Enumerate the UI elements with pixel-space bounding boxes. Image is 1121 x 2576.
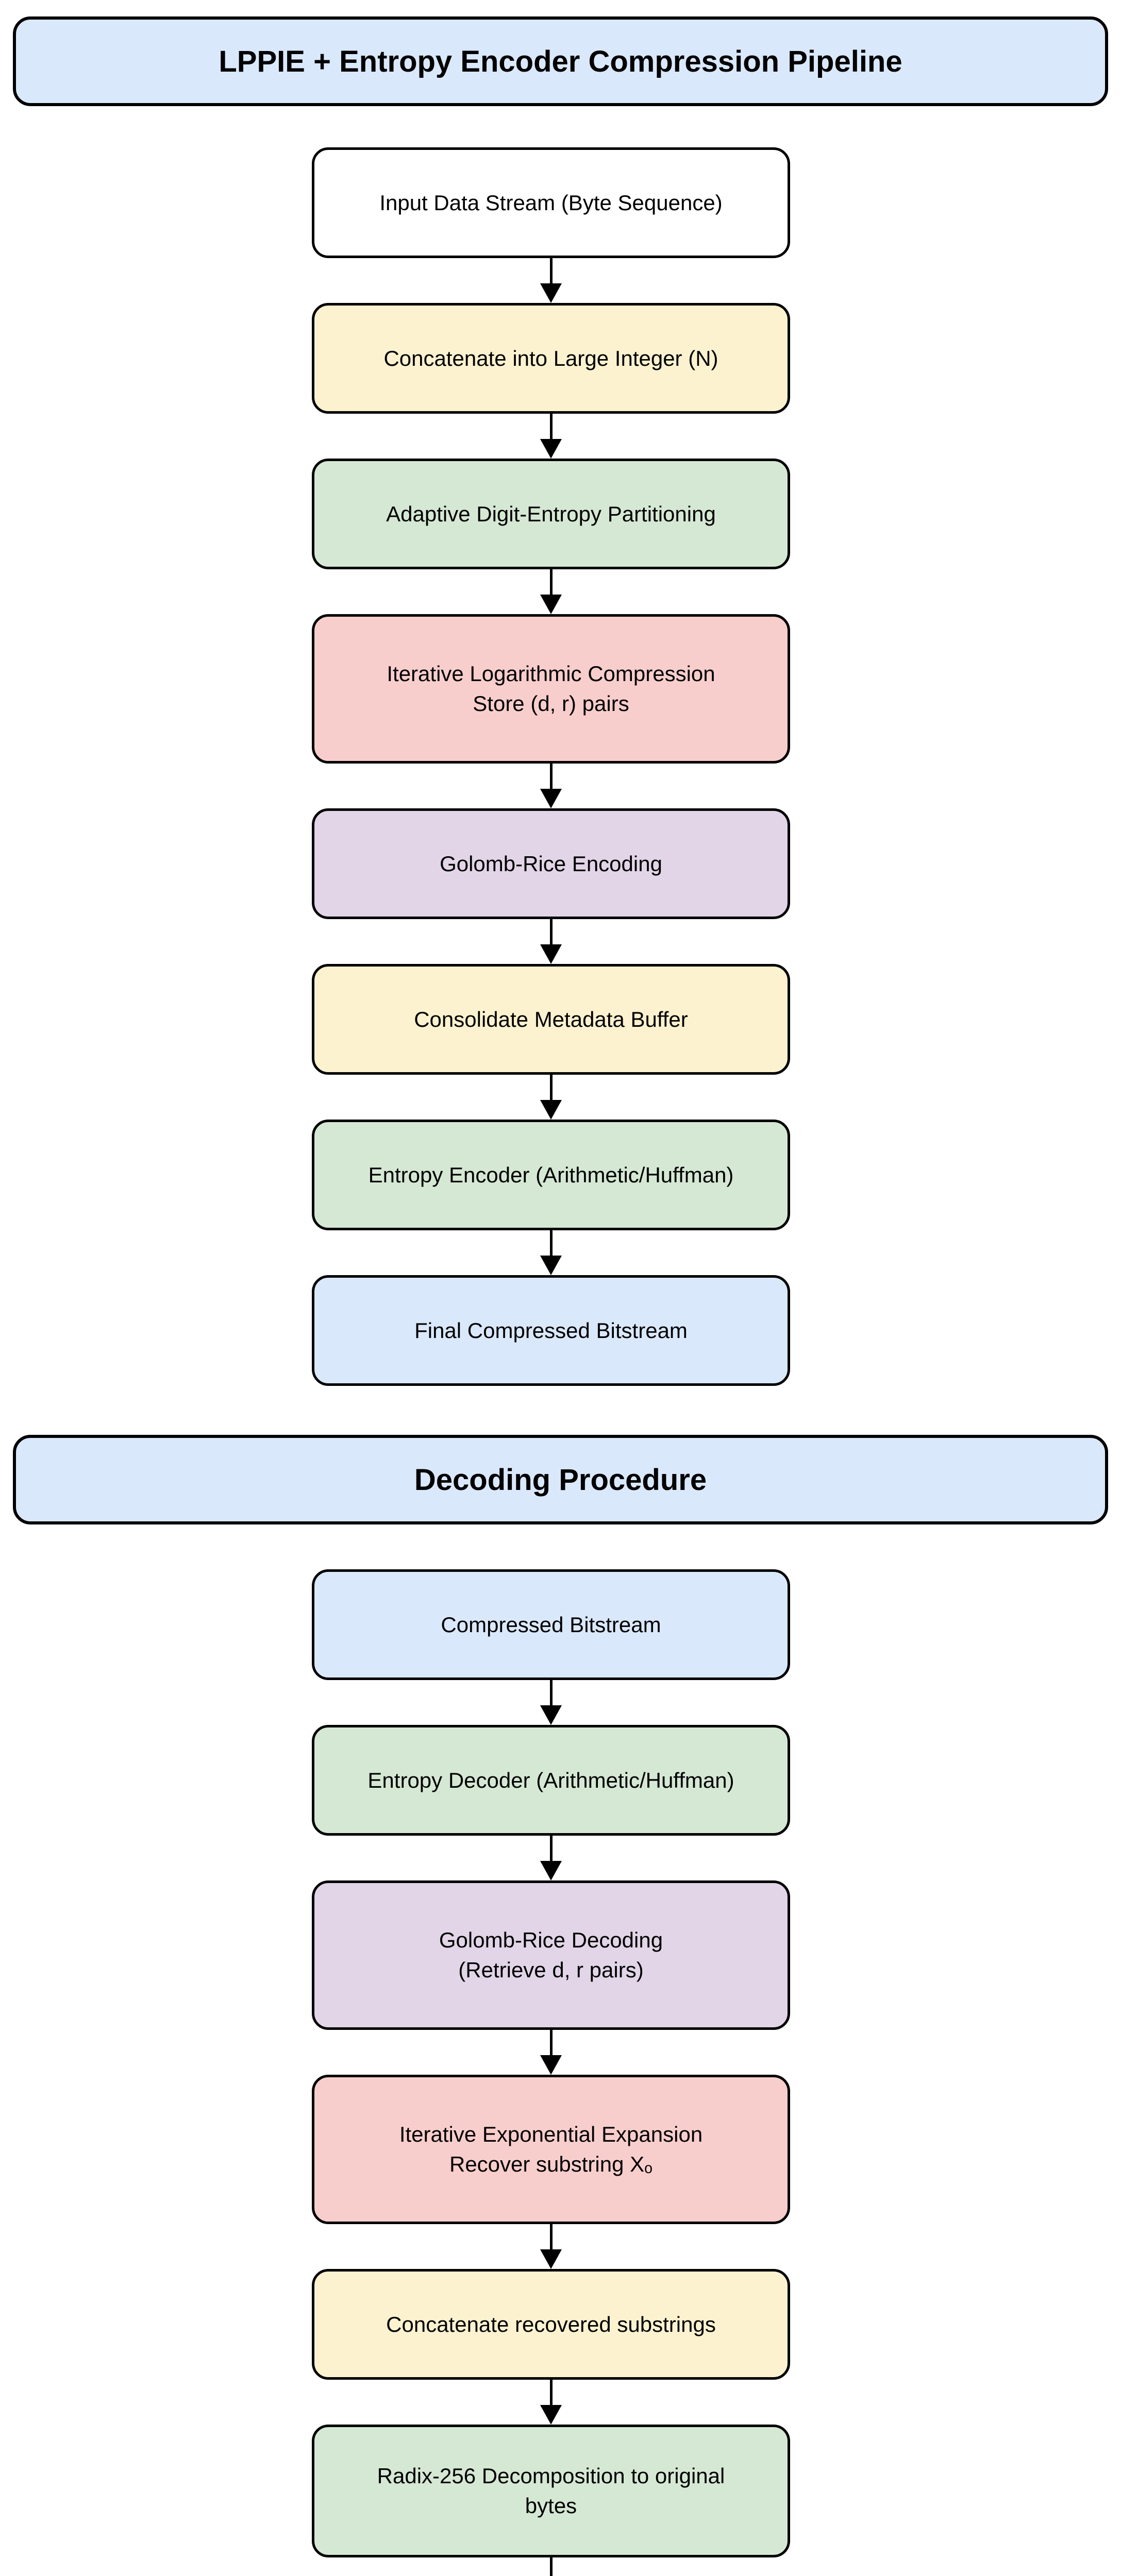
node-final-bitstream: Final Compressed Bitstream bbox=[312, 1275, 790, 1386]
arrow-line bbox=[549, 919, 553, 945]
node-label: Adaptive Digit-Entropy Partitioning bbox=[386, 501, 716, 526]
arrow-head-icon bbox=[540, 789, 562, 808]
flow-arrow bbox=[537, 414, 565, 459]
section-title-label: Decoding Procedure bbox=[414, 1463, 707, 1497]
section-title-label: LPPIE + Entropy Encoder Compression Pipe… bbox=[219, 44, 902, 78]
flow-arrow bbox=[537, 1075, 565, 1120]
arrow-line bbox=[549, 1075, 553, 1100]
node-concatenate-large-integer: Concatenate into Large Integer (N) bbox=[312, 303, 790, 414]
arrow-head-icon bbox=[540, 595, 562, 614]
node-iterative-exp-expansion: Iterative Exponential Expansion Recover … bbox=[312, 2075, 790, 2224]
arrow-line bbox=[549, 2557, 553, 2576]
arrow-head-icon bbox=[540, 1256, 562, 1275]
node-label: bytes bbox=[525, 2494, 577, 2518]
flow-arrow bbox=[537, 2030, 565, 2075]
node-radix-256-decomposition: Radix-256 Decomposition to original byte… bbox=[312, 2425, 790, 2557]
arrow-head-icon bbox=[540, 944, 562, 964]
flow-arrow bbox=[537, 2380, 565, 2425]
node-entropy-decoder: Entropy Decoder (Arithmetic/Huffman) bbox=[312, 1725, 790, 1836]
section-title-encoding: LPPIE + Entropy Encoder Compression Pipe… bbox=[13, 16, 1108, 106]
section-title-decoding: Decoding Procedure bbox=[13, 1435, 1108, 1524]
arrow-head-icon bbox=[540, 2405, 562, 2425]
arrow-line bbox=[549, 1836, 553, 1861]
flow-arrow bbox=[537, 764, 565, 808]
node-label: Recover substring Xₒ bbox=[449, 2152, 653, 2176]
node-label: Iterative Logarithmic Compression bbox=[387, 662, 715, 686]
arrow-line bbox=[549, 414, 553, 439]
node-consolidate-metadata: Consolidate Metadata Buffer bbox=[312, 964, 790, 1075]
arrow-line bbox=[549, 258, 553, 284]
arrow-head-icon bbox=[540, 439, 562, 459]
node-golomb-rice-encoding: Golomb-Rice Encoding bbox=[312, 808, 790, 919]
arrow-head-icon bbox=[540, 1861, 562, 1880]
flow-arrow bbox=[537, 569, 565, 614]
node-label: Compressed Bitstream bbox=[441, 1612, 661, 1637]
arrow-head-icon bbox=[540, 2249, 562, 2269]
arrow-line bbox=[549, 1680, 553, 1706]
node-label: Store (d, r) pairs bbox=[473, 691, 629, 716]
node-adaptive-partitioning: Adaptive Digit-Entropy Partitioning bbox=[312, 459, 790, 569]
node-input-data-stream: Input Data Stream (Byte Sequence) bbox=[312, 147, 790, 258]
arrow-head-icon bbox=[540, 1100, 562, 1120]
node-label: (Retrieve d, r pairs) bbox=[458, 1958, 644, 1982]
arrow-line bbox=[549, 764, 553, 789]
node-label: Iterative Exponential Expansion bbox=[399, 2122, 703, 2147]
node-label: Concatenate recovered substrings bbox=[386, 2312, 716, 2336]
arrow-head-icon bbox=[540, 2055, 562, 2075]
flow-arrow bbox=[537, 1836, 565, 1880]
node-label: Golomb-Rice Encoding bbox=[440, 851, 662, 876]
flow-arrow bbox=[537, 2557, 565, 2576]
node-concatenate-substrings: Concatenate recovered substrings bbox=[312, 2269, 790, 2380]
arrow-line bbox=[549, 569, 553, 595]
node-golomb-rice-decoding: Golomb-Rice Decoding (Retrieve d, r pair… bbox=[312, 1880, 790, 2030]
node-label: Entropy Decoder (Arithmetic/Huffman) bbox=[367, 1768, 734, 1792]
arrow-line bbox=[549, 2030, 553, 2056]
flow-arrow bbox=[537, 1680, 565, 1725]
arrow-head-icon bbox=[540, 1705, 562, 1725]
node-label: Concatenate into Large Integer (N) bbox=[383, 346, 718, 370]
flow-arrow bbox=[537, 919, 565, 964]
node-label: Input Data Stream (Byte Sequence) bbox=[379, 190, 723, 215]
node-entropy-encoder: Entropy Encoder (Arithmetic/Huffman) bbox=[312, 1120, 790, 1230]
flow-arrow bbox=[537, 2224, 565, 2269]
arrow-head-icon bbox=[540, 283, 562, 303]
node-label: Golomb-Rice Decoding bbox=[439, 1928, 663, 1953]
flow-arrow bbox=[537, 258, 565, 303]
arrow-line bbox=[549, 2380, 553, 2405]
flow-arrow bbox=[537, 1230, 565, 1275]
node-label: Consolidate Metadata Buffer bbox=[414, 1007, 688, 1031]
arrow-line bbox=[549, 2224, 553, 2250]
node-iterative-log-compression: Iterative Logarithmic Compression Store … bbox=[312, 614, 790, 764]
node-compressed-bitstream: Compressed Bitstream bbox=[312, 1569, 790, 1680]
arrow-line bbox=[549, 1230, 553, 1256]
node-label: Radix-256 Decomposition to original bbox=[377, 2464, 725, 2488]
node-label: Final Compressed Bitstream bbox=[414, 1318, 688, 1343]
node-label: Entropy Encoder (Arithmetic/Huffman) bbox=[368, 1162, 734, 1187]
